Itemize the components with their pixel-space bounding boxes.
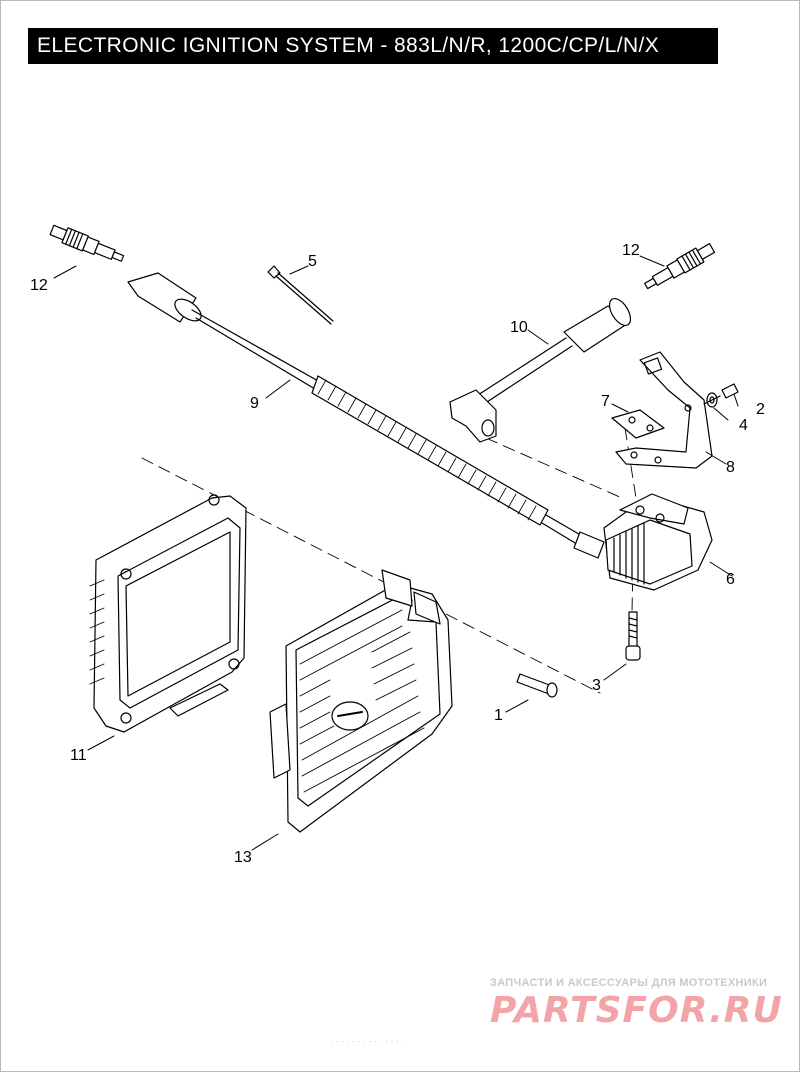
ignition-coil [603,493,713,591]
cable-strap [267,265,334,325]
ignition-module [89,494,247,733]
callout-8: 8 [726,459,735,476]
callout-10: 10 [510,319,528,336]
callout-1: 1 [494,707,503,724]
coil-mounting-screw [625,611,641,661]
spark-plug-left [49,224,125,262]
callout-2: 2 [756,401,765,418]
callout-13: 13 [234,849,252,866]
callout-3: 3 [592,677,601,694]
coil-mounting-bracket [615,351,713,469]
callout-12-left: 12 [30,277,48,294]
watermark-subtitle: ЗАПЧАСТИ И АКСЕССУАРЫ ДЛЯ МОТОТЕХНИКИ [490,977,768,989]
page-title: ELECTRONIC IGNITION SYSTEM - 883L/N/R, 1… [28,28,718,64]
ignition-module-cover [269,569,453,833]
coil-screw-small [703,383,739,405]
bracket-plate [611,409,665,439]
callout-6: 6 [726,571,735,588]
spark-plug-right [644,243,716,290]
callout-9: 9 [250,395,259,412]
callout-11: 11 [70,747,87,764]
callout-7: 7 [601,393,610,410]
watermark-logo: PARTSFOR.RU [490,990,783,1031]
callout-12-right: 12 [622,242,640,259]
callout-4: 4 [739,417,748,434]
callout-5: 5 [308,253,317,270]
footer-note: · · · · · · · · · · · · · · [330,1036,405,1046]
callout-leader-lines [53,255,739,851]
spark-plug-cable-short [449,297,632,443]
cover-fastener [516,673,558,698]
cable-spring-coils [317,379,537,521]
spark-plug-cable-long [127,272,605,559]
